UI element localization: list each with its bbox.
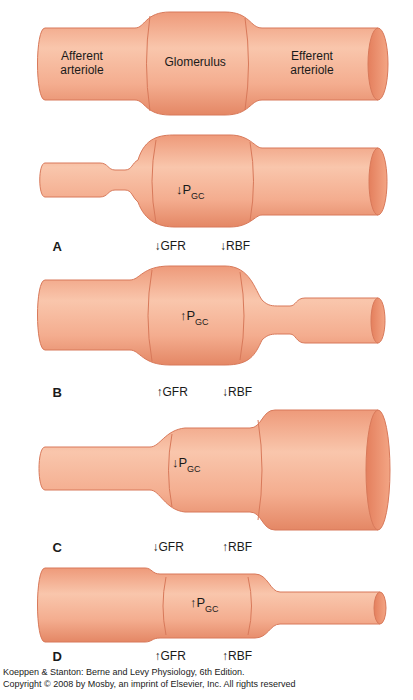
vessel-label: Afferent arteriole: [52, 50, 112, 78]
pressure-subscript: GC: [205, 604, 219, 614]
vessel-opening: [371, 298, 385, 343]
pressure-subscript: GC: [195, 317, 209, 327]
vessel-opening: [369, 148, 387, 215]
effect-label: ↑RBF: [222, 650, 252, 664]
effect-label: ↓RBF: [220, 240, 250, 254]
effect-label: ↑GFR: [155, 650, 186, 664]
normal-vessel: [38, 12, 379, 115]
credit-line: Koeppen & Stanton: Berne and Levy Physio…: [3, 667, 245, 677]
vessel-label: Glomerulus: [165, 56, 226, 70]
panel-letter: D: [53, 650, 62, 665]
seam-line: [148, 270, 244, 361]
vessel-b: [38, 266, 379, 365]
vessel-d: [38, 568, 381, 642]
seam-line: [163, 577, 252, 635]
vessel-opening: [366, 410, 390, 530]
vessel-c: [39, 410, 378, 530]
pressure-subscript: GC: [187, 464, 201, 474]
pressure-subscript: GC: [191, 191, 205, 201]
vessel-opening: [368, 28, 388, 100]
effect-label: ↓GFR: [155, 240, 186, 254]
seam-line: [169, 420, 263, 520]
effect-label: ↓GFR: [153, 541, 184, 555]
effect-label: ↑RBF: [222, 541, 252, 555]
pressure-label: ↑P: [190, 596, 205, 611]
seam-line: [152, 140, 254, 223]
vessel-opening: [374, 592, 386, 624]
panel-letter: B: [53, 386, 62, 401]
effect-label: ↓RBF: [222, 386, 252, 400]
pressure-label: ↓P: [172, 456, 187, 471]
pressure-label: ↑P: [180, 309, 195, 324]
seam-line: [147, 16, 249, 111]
panel-letter: A: [53, 240, 62, 255]
vessel-label: Efferent arteriole: [282, 50, 342, 78]
panel-letter: C: [53, 541, 62, 556]
credit-line: Copyright © 2008 by Mosby, an imprint of…: [3, 679, 296, 689]
vessel-a: [40, 135, 378, 227]
effect-label: ↑GFR: [157, 386, 188, 400]
pressure-label: ↓P: [176, 183, 191, 198]
